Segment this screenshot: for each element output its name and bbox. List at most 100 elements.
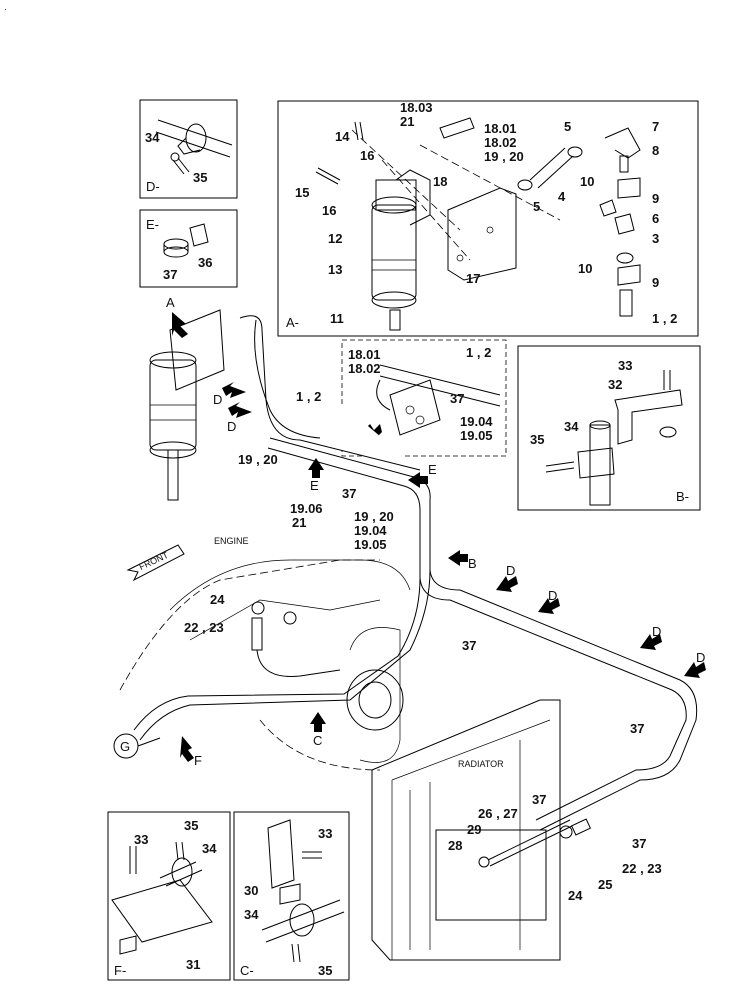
- main-callout: 21: [292, 515, 306, 530]
- main-callout: 37: [632, 836, 646, 851]
- svg-text:A: A: [166, 295, 175, 310]
- detail-a-callout: 3: [652, 231, 659, 246]
- view-arrow-d: D: [538, 588, 560, 614]
- detail-d: 34 35 D-: [139, 99, 238, 199]
- detail-a-callout: 5: [533, 199, 540, 214]
- svg-text:C: C: [313, 733, 322, 748]
- main-callout: 19 , 20: [354, 509, 394, 524]
- main-callout: 19 , 20: [238, 452, 278, 467]
- detail-a-callout: 5: [564, 119, 571, 134]
- detail-f-callout: 35: [184, 818, 198, 833]
- detail-a-callout: 17: [466, 271, 480, 286]
- radiator-label: RADIATOR: [458, 759, 504, 769]
- detail-e-callout: 36: [198, 255, 212, 270]
- detail-b-callout: 32: [608, 377, 622, 392]
- detail-f-tag: F-: [114, 963, 126, 978]
- detail-a-callout: 14: [335, 129, 350, 144]
- main-callout: 37: [532, 792, 546, 807]
- svg-text:E: E: [310, 478, 319, 493]
- detail-a-callout: 10: [580, 174, 594, 189]
- svg-text:D: D: [696, 650, 705, 665]
- detail-h-callout: 37: [450, 391, 464, 406]
- detail-f-callout: 33: [134, 832, 148, 847]
- detail-a-callout: 18: [433, 174, 447, 189]
- detail-f-callout: 34: [202, 841, 217, 856]
- main-callout: 37: [462, 638, 476, 653]
- main-callout: 22 , 23: [622, 861, 662, 876]
- detail-h-callout: 18.02: [348, 361, 381, 376]
- detail-a-callout: 1 , 2: [652, 311, 677, 326]
- main-callout: 28: [448, 838, 462, 853]
- view-arrow-f: F: [180, 736, 202, 768]
- detail-a-callout: 6: [652, 211, 659, 226]
- view-arrow-c: C: [310, 712, 326, 748]
- detail-a-callout: 15: [295, 185, 309, 200]
- detail-h-callout: 18.01: [348, 347, 381, 362]
- svg-text:F: F: [194, 753, 202, 768]
- svg-text:E: E: [428, 462, 437, 477]
- detail-a-callout: 9: [652, 275, 659, 290]
- detail-h-callout: 1 , 2: [466, 345, 491, 360]
- view-arrow-b: B: [448, 550, 477, 571]
- detail-e-tag: E-: [146, 217, 159, 232]
- view-arrow-e: E: [408, 462, 437, 488]
- detail-d-tag: D-: [146, 179, 160, 194]
- view-arrow-d: D: [640, 624, 662, 650]
- detail-a-callout: 12: [328, 231, 342, 246]
- view-arrow-a: A: [166, 295, 188, 338]
- detail-b: 33 32 34 35 B-: [517, 345, 701, 511]
- main-callout: 1 , 2: [296, 389, 321, 404]
- svg-text:D: D: [548, 588, 557, 603]
- detail-a-callout: 13: [328, 262, 342, 277]
- detail-f-callout: 31: [186, 957, 200, 972]
- view-arrow-d: D: [213, 382, 246, 407]
- detail-d-callout: 35: [193, 170, 207, 185]
- detail-c: 33 30 34 35 C-: [233, 811, 350, 981]
- main-callout: 26 , 27: [478, 806, 518, 821]
- view-arrow-d: D: [684, 650, 706, 678]
- detail-b-callout: 34: [564, 419, 579, 434]
- detail-a-callout: 9: [652, 191, 659, 206]
- svg-text:D: D: [652, 624, 661, 639]
- detail-a-callout: 16: [360, 148, 374, 163]
- svg-text:D: D: [227, 419, 236, 434]
- detail-a-callout: 18.01: [484, 121, 517, 136]
- detail-a-callout: 7: [652, 119, 659, 134]
- detail-a-callout: 4: [558, 189, 566, 204]
- main-callout: 19.06: [290, 501, 323, 516]
- main-callout: 24: [210, 592, 225, 607]
- detail-a-callout: 16: [322, 203, 336, 218]
- detail-h-callout: 19.05: [460, 428, 493, 443]
- detail-b-callout: 33: [618, 358, 632, 373]
- svg-text:D: D: [506, 563, 515, 578]
- detail-e: 37 36 E-: [139, 209, 238, 288]
- main-callout: 22 , 23: [184, 620, 224, 635]
- view-arrow-d: D: [496, 563, 518, 592]
- detail-c-callout: 30: [244, 883, 258, 898]
- detail-h-callout: 19.04: [460, 414, 493, 429]
- detail-a-callout: 18.03: [400, 100, 433, 115]
- main-callout: 37: [342, 486, 356, 501]
- main-callout: 25: [598, 877, 612, 892]
- detail-c-callout: 35: [318, 963, 332, 978]
- detail-a-callout: 19 , 20: [484, 149, 524, 164]
- main-assembly: FRONT ENGINE RADIATOR G 1 , 2 19 , 20 37…: [113, 295, 706, 961]
- main-callout: 29: [467, 822, 481, 837]
- detail-a-callout: 21: [400, 114, 414, 129]
- corner-mark: ·: [4, 4, 7, 14]
- detail-a: 14 21 18.03 18.01 18.02 19 , 20 5 7 8 16…: [277, 100, 699, 337]
- detail-b-tag: B-: [676, 489, 689, 504]
- main-callout: 24: [568, 888, 583, 903]
- detail-c-callout: 34: [244, 907, 259, 922]
- engine-label: ENGINE: [214, 536, 249, 546]
- g-marker: G: [120, 739, 130, 754]
- svg-text:D: D: [213, 392, 222, 407]
- svg-text:B: B: [468, 556, 477, 571]
- detail-c-callout: 33: [318, 826, 332, 841]
- main-callout: 19.05: [354, 537, 387, 552]
- detail-a-callout: 18.02: [484, 135, 517, 150]
- detail-f: 33 35 34 31 F-: [107, 811, 231, 981]
- detail-a-callout: 8: [652, 143, 659, 158]
- front-label: FRONT: [138, 550, 171, 572]
